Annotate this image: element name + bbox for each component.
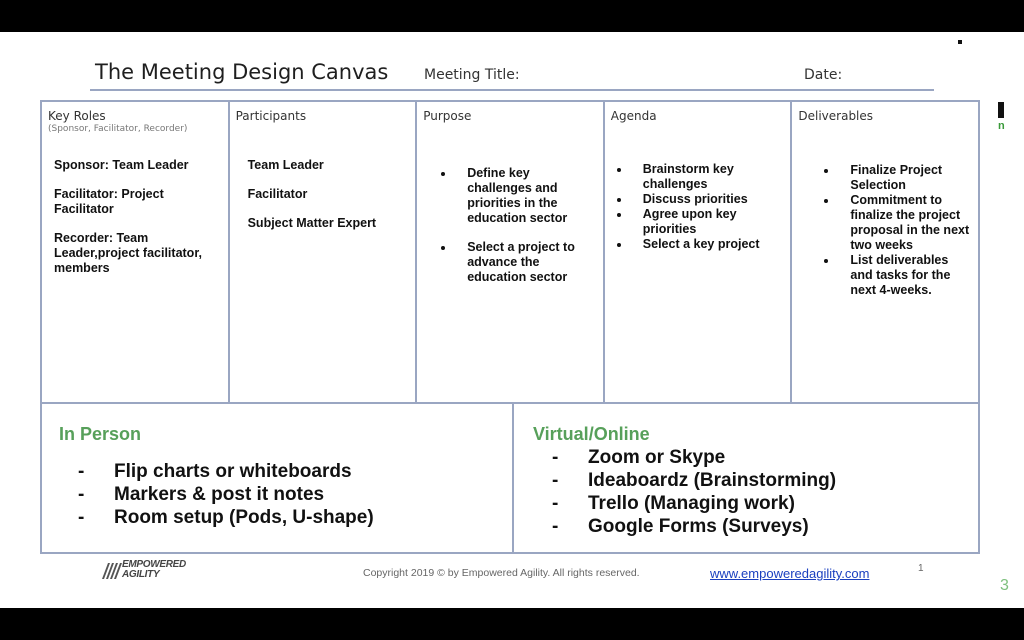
edge-letter: n	[998, 120, 1005, 132]
meeting-title-label: Meeting Title:	[424, 67, 520, 83]
purpose-bullet: Define key challenges and priorities in …	[455, 166, 595, 226]
agenda-bullet: Discuss priorities	[631, 192, 783, 207]
key-roles-column: Key Roles (Sponsor, Facilitator, Recorde…	[42, 102, 230, 402]
deliverables-heading: Deliverables	[798, 109, 874, 123]
canvas-grid-top: Key Roles (Sponsor, Facilitator, Recorde…	[40, 100, 980, 404]
agenda-bullet: Select a key project	[631, 237, 783, 252]
website-link[interactable]: www.empoweredagility.com	[710, 566, 870, 581]
list-item-text: Ideaboardz (Brainstorming)	[588, 470, 837, 491]
participants-heading: Participants	[235, 109, 307, 123]
canvas-title: The Meeting Design Canvas	[95, 60, 389, 84]
agenda-column: Agenda Brainstorm key challenges Discuss…	[605, 102, 793, 402]
list-item-text: Zoom or Skype	[588, 447, 726, 468]
list-item: -Zoom or Skype	[552, 447, 726, 468]
list-item: -Trello (Managing work)	[552, 493, 795, 514]
logo-line2: AGILITY	[122, 569, 160, 580]
list-item-text: Trello (Managing work)	[588, 493, 795, 514]
list-item-text: Google Forms (Surveys)	[588, 516, 809, 537]
key-roles-heading: Key Roles	[48, 109, 106, 123]
key-roles-body: Sponsor: Team Leader Facilitator: Projec…	[54, 158, 220, 290]
sponsor-line: Sponsor: Team Leader	[54, 158, 189, 172]
canvas-grid-bottom: In Person -Flip charts or whiteboards -M…	[40, 404, 980, 554]
purpose-body: Define key challenges and priorities in …	[429, 166, 595, 299]
key-roles-subheading: (Sponsor, Facilitator, Recorder)	[48, 124, 188, 134]
virtual-list: -Zoom or Skype -Ideaboardz (Brainstormin…	[552, 446, 836, 538]
date-label: Date:	[804, 67, 843, 83]
agenda-heading: Agenda	[610, 109, 657, 123]
corner-mark	[958, 40, 962, 44]
deliverable-bullet: Finalize Project Selection	[838, 163, 970, 193]
participant-item: Subject Matter Expert	[247, 216, 377, 230]
recorder-line: Recorder: Team Leader,project facilitato…	[54, 231, 202, 275]
agenda-body: Brainstorm key challenges Discuss priori…	[605, 162, 783, 252]
list-item-text: Markers & post it notes	[114, 484, 325, 505]
list-item: -Markers & post it notes	[78, 484, 325, 505]
title-underline	[90, 89, 934, 91]
participant-item: Facilitator	[247, 187, 308, 201]
page-number: 1	[918, 563, 924, 574]
slide-number: 3	[1000, 577, 1009, 594]
logo-wordmark: EMPOWERED AGILITY	[122, 560, 186, 580]
list-item-text: Flip charts or whiteboards	[114, 461, 352, 482]
deliverable-bullet: List deliverables and tasks for the next…	[838, 253, 970, 298]
deliverables-column: Deliverables Finalize Project Selection …	[792, 102, 978, 402]
slide: The Meeting Design Canvas Meeting Title:…	[0, 32, 1024, 608]
deliverables-body: Finalize Project Selection Commitment to…	[812, 163, 970, 298]
participants-body: Team Leader Facilitator Subject Matter E…	[248, 158, 408, 245]
virtual-heading: Virtual/Online	[533, 424, 650, 444]
copyright-text: Copyright 2019 © by Empowered Agility. A…	[363, 567, 640, 579]
purpose-column: Purpose Define key challenges and priori…	[417, 102, 605, 402]
agenda-bullet: Brainstorm key challenges	[631, 162, 783, 192]
facilitator-line: Facilitator: Project Facilitator	[54, 187, 164, 216]
in-person-section: In Person -Flip charts or whiteboards -M…	[42, 404, 514, 552]
participant-item: Team Leader	[247, 158, 324, 172]
agenda-bullet: Agree upon key priorities	[631, 207, 783, 237]
purpose-bullet: Select a project to advance the educatio…	[455, 240, 595, 285]
deliverable-bullet: Commitment to finalize the project propo…	[838, 193, 970, 253]
participants-column: Participants Team Leader Facilitator Sub…	[230, 102, 418, 402]
list-item: -Ideaboardz (Brainstorming)	[552, 470, 837, 491]
in-person-heading: In Person	[59, 424, 142, 444]
purpose-heading: Purpose	[423, 109, 472, 123]
logo-line1: EMPOWERED	[122, 559, 186, 570]
list-item: -Room setup (Pods, U-shape)	[78, 507, 374, 528]
list-item: -Flip charts or whiteboards	[78, 461, 352, 482]
virtual-section: Virtual/Online -Zoom or Skype -Ideaboard…	[514, 404, 978, 552]
in-person-list: -Flip charts or whiteboards -Markers & p…	[78, 460, 374, 529]
list-item: -Google Forms (Surveys)	[552, 516, 809, 537]
empowered-agility-logo-icon	[102, 563, 122, 579]
list-item-text: Room setup (Pods, U-shape)	[114, 507, 374, 528]
edge-mark	[998, 102, 1004, 118]
